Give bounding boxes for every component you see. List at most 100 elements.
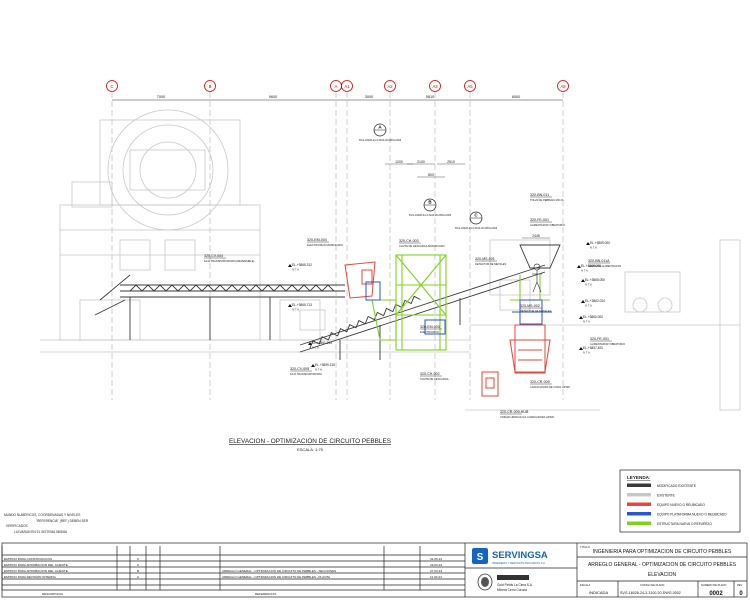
callout-tag: 320-CR-009-HUB bbox=[500, 410, 529, 414]
revision-date: 27.03.24 bbox=[430, 569, 442, 573]
revision-date: 11.03.24 bbox=[430, 575, 442, 579]
scale-label: ESCALA bbox=[580, 583, 591, 587]
new-platform-blue bbox=[365, 281, 552, 335]
elevation-note: N.T.A. bbox=[585, 283, 593, 287]
axis-label: A8 bbox=[560, 84, 566, 89]
legend-label: EQUIPO PLATAFORMA NUEVO O REUBICADO bbox=[657, 512, 727, 516]
dimension-label: 1200 bbox=[395, 160, 403, 164]
code-value: SVG-16028-24-3-3100-20-DWG-0002 bbox=[620, 591, 681, 595]
legend-swatch bbox=[627, 493, 651, 497]
callout-description: DETECTOR DE METALES bbox=[475, 262, 506, 266]
callout-tag: 320-EM-004 bbox=[307, 238, 327, 242]
elevation-note: N.T.A. bbox=[590, 246, 598, 250]
axis-bubble bbox=[106, 80, 118, 92]
dimension-label: 3000 bbox=[365, 95, 373, 99]
title-line3: ELEVACION bbox=[648, 572, 677, 578]
revision-letter: B bbox=[137, 569, 139, 573]
rev-value: 0 bbox=[739, 591, 743, 597]
callout-tag: 320-CV-004 bbox=[204, 254, 223, 258]
callout-tag: 320-MS-001 bbox=[475, 257, 495, 261]
title-line2: ARREGLO GENERAL - OPTIMIZACION DE CIRCUI… bbox=[588, 562, 737, 568]
callout-tag: 320-BN-011 bbox=[530, 193, 549, 197]
axis-label: A3 bbox=[432, 84, 438, 89]
callout-tag: 320-CH-002 bbox=[420, 372, 440, 376]
axis-bubble bbox=[557, 80, 569, 92]
svg-text:S: S bbox=[477, 552, 484, 563]
revision-footer-desc: DESCRIPCION bbox=[42, 592, 63, 596]
legend: LEYENDA: MODIFICADO EXISTENTEEXISTENTEEQ… bbox=[619, 469, 741, 533]
client-line: Gold Fields La Cima S.A. bbox=[497, 583, 533, 587]
callout-tag: 320-EM-003 bbox=[420, 325, 440, 329]
dimension-label: 2445 bbox=[532, 234, 540, 238]
legend-label: EXISTENTE bbox=[657, 493, 675, 497]
callout-tag: 320-MS-002 bbox=[520, 304, 540, 308]
revision-date: 29.03.24 bbox=[430, 563, 442, 567]
callout-description: ELECTROIMAN bbox=[420, 330, 439, 334]
view-title: ELEVACION - OPTIMIZACION DE CIRCUITO PEB… bbox=[229, 438, 391, 445]
note-line: VERIFICADOS bbox=[6, 524, 28, 528]
client-name: Minera Cerro Corona bbox=[497, 588, 527, 592]
axis-grid bbox=[111, 92, 564, 400]
new-equipment-red bbox=[344, 261, 551, 397]
revision-description: EMITIDO PARA CONSTRUCCION bbox=[4, 557, 52, 561]
note-line: "REFERENCIA" (REF.) DEBEN SER bbox=[36, 519, 89, 523]
callout-description: FAJA TRANSPORTADORA (REVERSIBLE) bbox=[204, 259, 254, 263]
revision-letter: A bbox=[137, 575, 140, 579]
view-ref-letter: A bbox=[378, 125, 382, 130]
number-label: NUMERO DE PLANO bbox=[701, 583, 726, 587]
elevation-note: N.T.A. bbox=[315, 368, 323, 372]
scale-value: INDICADA bbox=[589, 590, 608, 595]
worker-figure bbox=[532, 263, 542, 293]
note-line: LLEVARAN EN EL SISTEMA 5M3/8A bbox=[14, 530, 68, 534]
legend-swatch bbox=[627, 483, 651, 487]
dimension-label: 2510 bbox=[447, 160, 455, 164]
elevation-value: EL.+3862.024 bbox=[585, 299, 605, 303]
callout-description: ALIMENTADOR VIBRATORIO bbox=[530, 223, 565, 227]
legend-swatch bbox=[627, 512, 651, 516]
axis-label: B bbox=[209, 84, 212, 89]
callout-description: CHUTE DE DESCARGA bbox=[420, 377, 449, 381]
callout-description: TOLVA DE PEBBLES 200 t/h bbox=[530, 198, 564, 202]
callout-tag: 320-CR-009 bbox=[530, 380, 550, 384]
client-logo-icon bbox=[497, 575, 529, 580]
elevation-value: EL.+3865.713 bbox=[292, 303, 312, 307]
callout-tag: 320-CV-005 bbox=[290, 367, 309, 371]
callout-tag: 320-FE-001 bbox=[590, 337, 609, 341]
view-reference-markers: ASVG-16028-24-3-3100-20-DWG-0003BSVG-160… bbox=[359, 123, 498, 230]
title-line1: INGENIERIA PARA OPTIMIZACION DE CIRCUITO… bbox=[593, 549, 732, 555]
callout-tag: 320-CH-003 bbox=[399, 239, 419, 243]
legend-swatch bbox=[627, 502, 651, 506]
revision-description: EMITIDO PARA APROBACION DEL CLIENTE bbox=[4, 569, 68, 573]
revision-date: 31.05.24 bbox=[430, 557, 442, 561]
legend-swatch bbox=[627, 521, 651, 525]
elevation-note: N.T.A. bbox=[581, 269, 589, 273]
axis-label: A5 bbox=[467, 84, 473, 89]
callout-description: CHUTE DE DESCARGA MODIFICADO bbox=[399, 244, 445, 248]
callout-tag: 320-BN-011A bbox=[588, 259, 610, 263]
view-scale: ESCALA: 1:75 bbox=[297, 447, 324, 452]
general-notes: MUNDO NUMERICOS, COORDENADAS Y NIVELES"R… bbox=[4, 513, 89, 534]
elevation-value: EL.+3861.913 bbox=[312, 341, 332, 345]
revision-footer-refs: REFERENCIAS bbox=[255, 592, 276, 596]
axis-bubble bbox=[341, 80, 353, 92]
axis-label: A1 bbox=[344, 84, 350, 89]
callout-description: ALIMENTADOR VIBRATORIO bbox=[590, 342, 625, 346]
company-subtitle: INGENIERIA Y SERVICIOS ASOCIADOS S.A. bbox=[492, 561, 546, 565]
view-ref-code: SVG-16028-24-3-3100-20-DWG-0003 bbox=[359, 139, 402, 142]
revision-description: EMITIDO PARA APROBACION DEL CLIENTE bbox=[4, 563, 68, 567]
elevation-value: EL.+3859.215 bbox=[315, 363, 335, 367]
callout-description: CHANCADORA DE CONO HP300 bbox=[530, 385, 570, 389]
revision-letter: C bbox=[137, 563, 140, 567]
callout-description: CHUTE DE ALIMENTACION bbox=[588, 264, 621, 268]
axis-bubble bbox=[384, 80, 396, 92]
axis-bubble bbox=[464, 80, 476, 92]
rev-label: REV bbox=[737, 583, 743, 587]
elevation-note: N.T.A. bbox=[312, 346, 320, 350]
view-ref-code: SVG-16028-24-3-3100-20-DWG-0003 bbox=[455, 227, 498, 230]
callout-description: UNIDAD HIDRAULICA CHANCADORA HP300 bbox=[500, 415, 554, 419]
number-value: 0002 bbox=[709, 591, 723, 597]
axis-bubble bbox=[204, 80, 216, 92]
